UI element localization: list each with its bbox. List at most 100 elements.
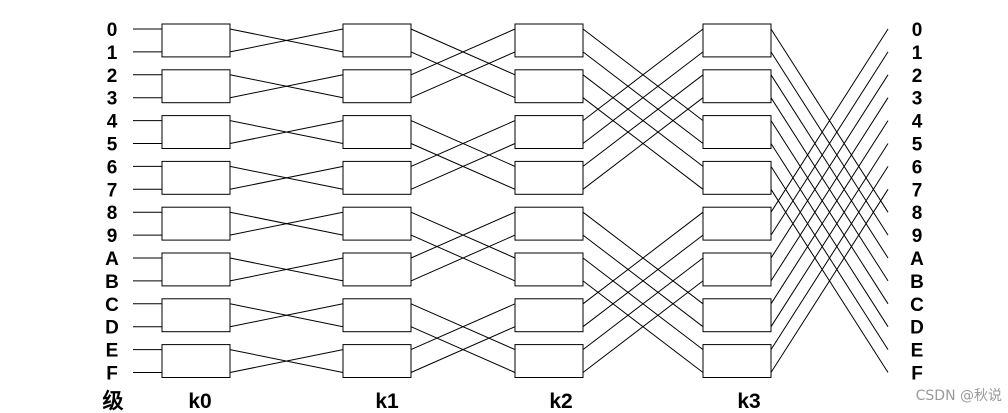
switch-box-k1-2	[342, 115, 412, 149]
left-port-label: 5	[107, 135, 118, 156]
switch-box-k3-0	[702, 23, 772, 58]
link-k3-D-to-5	[770, 143, 889, 327]
switch-box-k0-6	[161, 298, 231, 333]
right-port-label: 1	[912, 43, 923, 64]
left-port-label: 7	[107, 180, 118, 201]
link-k1-E-to-C	[410, 303, 516, 351]
left-port-label: E	[106, 341, 119, 362]
switch-box-k1-6	[342, 298, 412, 333]
switch-box-k3-1	[702, 69, 772, 104]
link-k3-9-to-1	[770, 51, 889, 236]
left-port-label: 8	[107, 203, 118, 224]
link-k3-E-to-6	[770, 166, 889, 350]
right-port-label: 8	[912, 203, 923, 224]
link-k0-1-to-0	[229, 28, 344, 53]
switch-box-k0-1	[161, 69, 231, 104]
switch-layer	[161, 23, 772, 379]
watermark: CSDN @秋说	[916, 388, 1002, 404]
right-port-label: E	[911, 341, 924, 362]
switch-box-k3-5	[702, 252, 772, 287]
link-k2-6-to-2	[582, 74, 704, 167]
right-port-label: 6	[912, 157, 923, 178]
left-port-label: D	[105, 318, 119, 339]
link-k2-5-to-1	[582, 51, 704, 144]
switch-box-k0-4	[161, 206, 231, 241]
right-port-label: D	[910, 318, 924, 339]
left-port-label: 3	[107, 89, 118, 110]
switch-box-k2-6	[514, 298, 584, 333]
switch-box-k1-0	[342, 23, 412, 58]
link-k2-C-to-8	[582, 211, 704, 305]
switch-box-k2-3	[514, 160, 584, 195]
right-port-label: 0	[912, 20, 923, 41]
link-k0-9-to-8	[229, 211, 344, 236]
link-k1-3-to-1	[410, 51, 516, 99]
switch-box-k0-2	[161, 115, 231, 149]
right-port-label: 2	[912, 66, 923, 87]
right-port-label: F	[911, 364, 923, 385]
stage-label-k1: k1	[375, 390, 399, 413]
link-k3-8-to-0	[770, 28, 889, 213]
stage-label-k0: k0	[188, 390, 211, 413]
left-port-label: B	[105, 272, 119, 293]
link-k2-4-to-0	[582, 28, 704, 121]
link-k1-2-to-0	[410, 28, 516, 76]
link-k0-3-to-2	[229, 74, 344, 99]
link-k0-B-to-A	[229, 257, 344, 282]
switch-box-k1-7	[342, 344, 412, 379]
switch-box-k3-6	[702, 298, 772, 333]
switch-box-k3-7	[702, 344, 772, 379]
link-k3-B-to-3	[770, 97, 889, 282]
link-k0-7-to-6	[229, 165, 344, 190]
link-k1-A-to-8	[410, 211, 516, 259]
stage-labels: 级 k0 k1 k2 k3	[103, 389, 761, 413]
switch-box-k1-4	[342, 206, 412, 241]
switch-box-k2-4	[514, 206, 584, 241]
right-port-label: 4	[912, 112, 923, 133]
right-port-label: 5	[912, 135, 923, 156]
link-k0-F-to-E	[229, 349, 344, 373]
switch-box-k1-5	[342, 252, 412, 287]
switch-box-k0-7	[161, 344, 231, 379]
switch-box-k2-0	[514, 23, 584, 58]
left-port-label: 9	[107, 226, 118, 247]
link-k2-E-to-A	[582, 257, 704, 350]
left-port-label: 2	[107, 66, 118, 87]
row-label: 级	[103, 389, 124, 413]
right-port-label: B	[910, 272, 924, 293]
link-k1-6-to-4	[410, 120, 516, 167]
left-port-label: 1	[107, 43, 118, 64]
link-k1-B-to-9	[410, 234, 516, 282]
link-k2-F-to-B	[582, 280, 704, 373]
switch-box-k1-3	[342, 160, 412, 195]
switch-box-k0-3	[161, 160, 231, 195]
wiring-layer	[133, 28, 889, 373]
stage-label-k3: k3	[737, 390, 760, 413]
link-k3-C-to-4	[770, 120, 889, 305]
left-port-label: A	[105, 249, 119, 270]
link-k3-A-to-2	[770, 74, 889, 259]
link-k0-5-to-4	[229, 120, 344, 144]
switch-box-k3-3	[702, 160, 772, 195]
left-port-label: 4	[107, 112, 118, 133]
switch-box-k2-1	[514, 69, 584, 104]
right-port-label: A	[910, 249, 924, 270]
left-port-label: F	[106, 364, 118, 385]
switch-box-k2-7	[514, 344, 584, 379]
switch-box-k0-0	[161, 23, 231, 58]
switch-box-k0-5	[161, 252, 231, 287]
link-k2-D-to-9	[582, 234, 704, 328]
left-port-label: C	[105, 295, 119, 316]
right-port-label: 7	[912, 180, 923, 201]
switch-box-k3-4	[702, 206, 772, 241]
switch-box-k2-5	[514, 252, 584, 287]
link-k3-F-to-7	[770, 189, 889, 373]
link-k2-7-to-3	[582, 97, 704, 190]
right-port-label: 9	[912, 226, 923, 247]
stage-label-k2: k2	[549, 390, 572, 413]
left-port-label: 6	[107, 157, 118, 178]
switch-box-k2-2	[514, 115, 584, 149]
